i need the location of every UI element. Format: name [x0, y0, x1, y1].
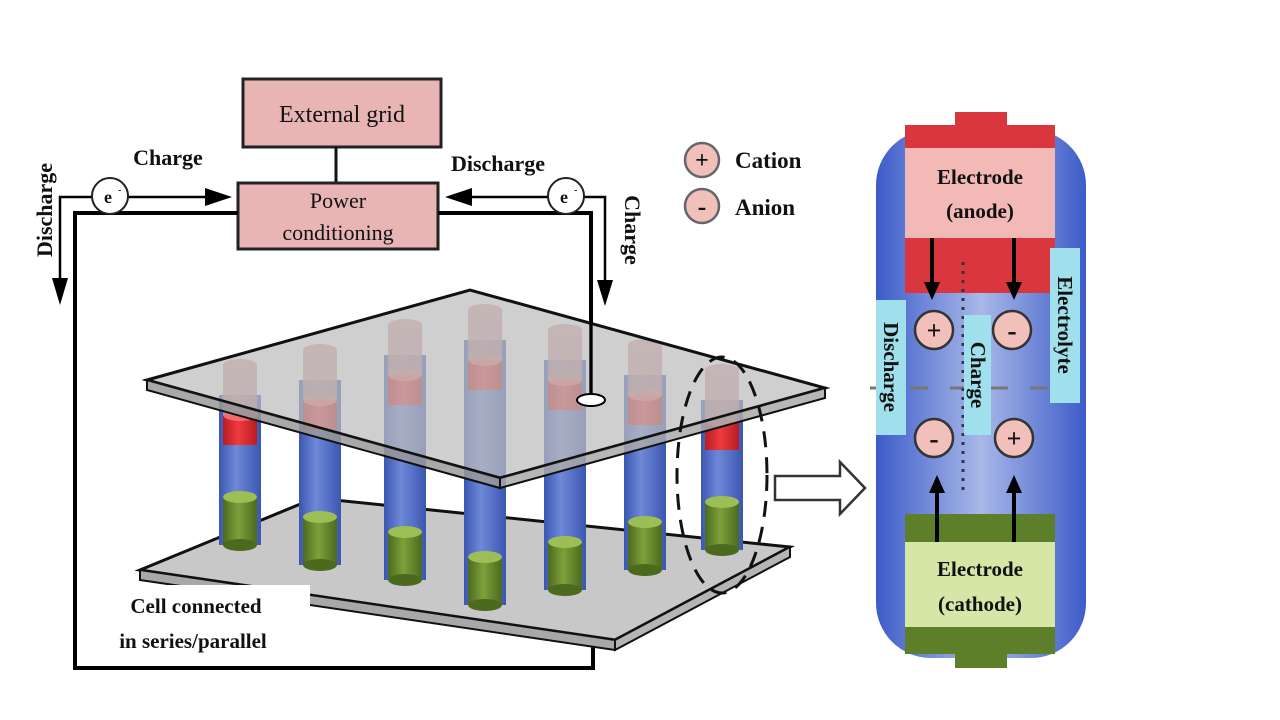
cathode-terminal — [955, 652, 1007, 668]
left-electron-symbol: e — [104, 187, 112, 207]
ion-top-right-symbol: - — [1007, 316, 1016, 347]
ion-bottom-left-symbol: - — [929, 424, 938, 455]
left-electron-minus: - — [118, 185, 121, 196]
ion-bottom-right-cation — [993, 417, 1035, 459]
cell-cathode-bottom — [303, 559, 337, 571]
cell-cathode-top — [548, 536, 582, 548]
caption-background — [95, 585, 310, 660]
right-charge-arrowhead-icon — [597, 280, 613, 306]
electrolyte-label-bg — [1050, 248, 1080, 403]
ion-bottom-left-anion — [913, 417, 955, 459]
cell-cathode — [705, 502, 739, 550]
ion-top-left-symbol: + — [927, 316, 942, 345]
cell-cathode — [548, 542, 582, 590]
left-charge-arrowhead-icon — [205, 188, 232, 206]
cathode-arrow-right-head-icon — [1006, 475, 1022, 493]
cell-array-caption-line1: Cell connected — [130, 594, 262, 618]
cell-cathode — [468, 557, 502, 605]
main-circuit-wire — [73, 211, 595, 670]
anion-legend-icon — [683, 187, 721, 225]
discharge-label: Discharge — [879, 322, 903, 412]
charge-label-bg — [964, 315, 991, 435]
right-discharge-arrowhead-icon — [445, 188, 472, 206]
cathode-label-line2: (cathode) — [938, 592, 1022, 616]
battery-cell — [544, 324, 586, 596]
power-conditioning-box — [236, 181, 440, 251]
cell-array — [134, 213, 831, 652]
cell-cathode — [388, 532, 422, 580]
cell-cathode-bottom — [548, 584, 582, 596]
anode-arrow-right-head-icon — [1006, 282, 1022, 300]
cell-cathode-bottom — [388, 574, 422, 586]
right-electron-minus: - — [574, 185, 577, 196]
bottom-plate-edge-side — [614, 545, 791, 652]
anode-terminal — [955, 112, 1007, 128]
ion-bottom-right-symbol: + — [1007, 424, 1022, 453]
left-electron-icon — [91, 177, 129, 215]
cathode-inner — [905, 542, 1055, 627]
cell-cathode — [223, 497, 257, 545]
external-grid-box — [241, 77, 443, 149]
left-discharge-label: Discharge — [32, 163, 57, 257]
cell-cathode-top — [705, 496, 739, 508]
highlight-dashed-ellipse — [675, 355, 769, 595]
cell-cathode — [628, 522, 662, 570]
cell-cathode-top — [468, 551, 502, 563]
left-discharge-arrowhead-icon — [52, 278, 68, 305]
power-conditioning-label-line1: Power — [310, 188, 367, 213]
cell-cathode-top — [303, 511, 337, 523]
right-discharge-label: Discharge — [451, 151, 545, 176]
cell-cathode-bottom — [223, 539, 257, 551]
cell-cathode-bottom — [705, 544, 739, 556]
electrolyte-label: Electrolyte — [1053, 276, 1077, 374]
cell-cathode-top — [223, 491, 257, 503]
cell-detail: Electrode (anode) Electrode (cathode) + … — [870, 112, 1086, 668]
top-terminal-connector — [576, 393, 606, 407]
cation-legend-icon — [683, 141, 721, 179]
right-electron-symbol: e — [560, 187, 568, 207]
zoom-detail-arrow-icon — [773, 458, 867, 518]
power-conditioning-label-line2: conditioning — [282, 220, 393, 245]
ion-top-left-cation — [913, 309, 955, 351]
ion-top-right-anion — [991, 309, 1033, 351]
cathode-arrow-left-head-icon — [929, 475, 945, 493]
anode-inner — [905, 148, 1055, 238]
anion-legend-label: Anion — [735, 195, 795, 220]
left-charge-label: Charge — [133, 145, 203, 170]
cation-legend-symbol: + — [695, 148, 709, 174]
external-grid-label: External grid — [279, 102, 405, 128]
cell-cathode-top — [388, 526, 422, 538]
cathode-label-line1: Electrode — [937, 557, 1023, 581]
cell-cathode-bottom — [468, 599, 502, 611]
anode-arrow-left-head-icon — [924, 282, 940, 300]
cation-legend-label: Cation — [735, 148, 802, 173]
anode-label-line1: Electrode — [937, 165, 1023, 189]
anion-legend-symbol: - — [698, 192, 707, 221]
cell-cathode-bottom — [628, 564, 662, 576]
right-electron-icon — [547, 177, 585, 215]
ion-legend: + Cation - Anion — [683, 141, 802, 225]
cell-cathode-top — [628, 516, 662, 528]
cell-cathode — [303, 517, 337, 565]
discharge-label-bg — [876, 300, 906, 435]
charge-label: Charge — [966, 342, 990, 409]
anode-label-line2: (anode) — [946, 199, 1014, 223]
cell-array-caption-line2: in series/parallel — [119, 629, 267, 653]
right-charge-label: Charge — [620, 195, 645, 265]
right-charge-arrow-line — [584, 195, 607, 290]
top-plate-edge-side — [499, 386, 826, 490]
